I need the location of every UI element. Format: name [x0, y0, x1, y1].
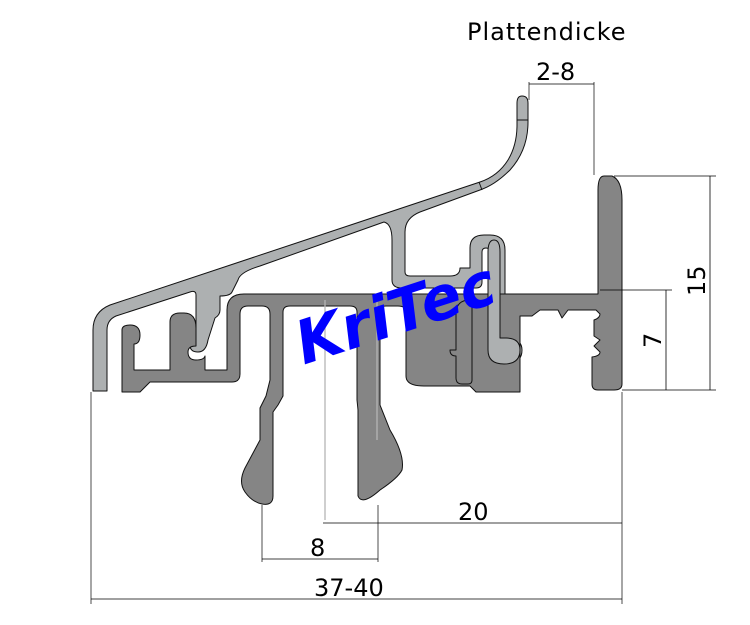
dimension-widths: 20 8 37-40	[90, 392, 623, 604]
dimension-heights: 15 7	[600, 175, 716, 391]
inner-clip-detail	[449, 239, 521, 385]
dim-clip-width-label: 8	[310, 534, 325, 562]
dim-panel-thickness-label: 2-8	[536, 58, 575, 86]
dim-height-total-label: 15	[683, 265, 711, 296]
dim-height-lower-label: 7	[639, 333, 667, 348]
dimension-panel-thickness: 2-8	[528, 58, 595, 175]
title-label: Plattendicke	[467, 18, 627, 46]
dim-offset-label: 20	[458, 498, 489, 526]
dim-total-width-label: 37-40	[314, 574, 384, 602]
cover-profile	[92, 95, 529, 392]
